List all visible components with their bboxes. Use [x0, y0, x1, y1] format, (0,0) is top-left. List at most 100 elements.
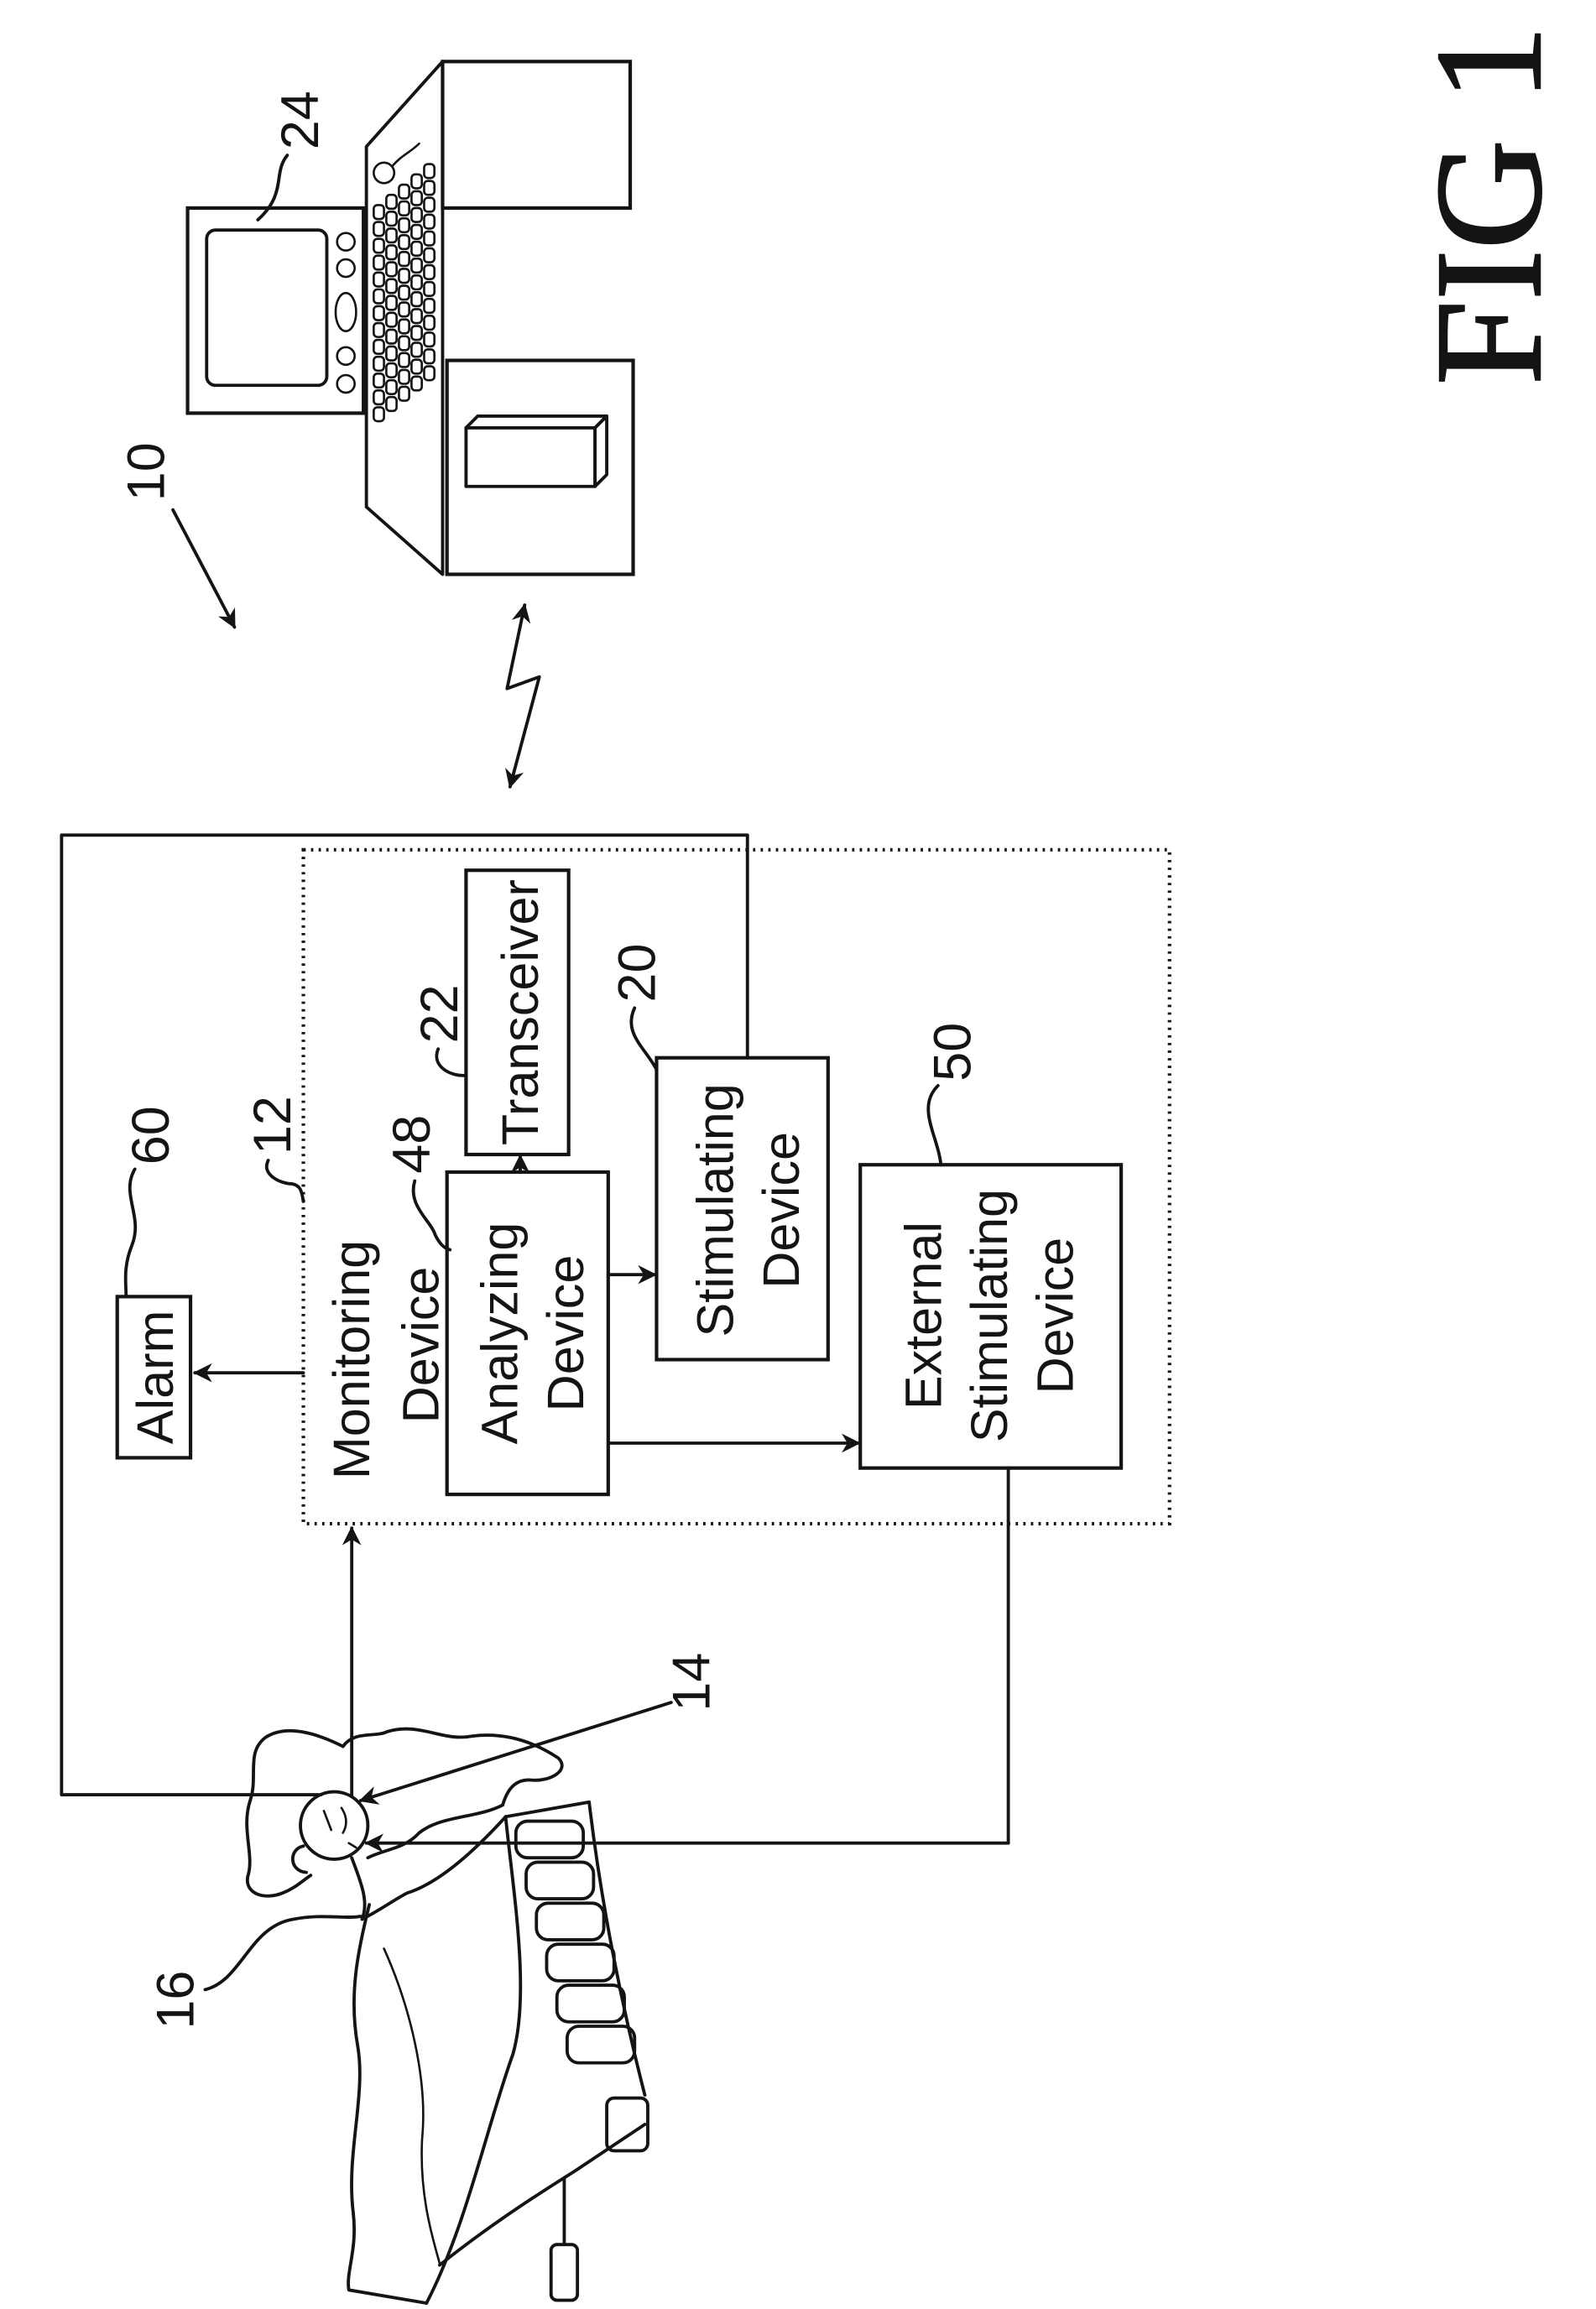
baby-head	[300, 1792, 368, 1859]
crib	[348, 1802, 648, 2303]
keyboard	[373, 164, 434, 421]
keyboard-key	[424, 198, 434, 212]
ref-22: 22	[410, 984, 469, 1043]
external-stimulating-device-label-line1: External	[894, 1222, 952, 1410]
keyboard-key	[411, 258, 421, 273]
keyboard-key	[373, 273, 383, 287]
patient-in-crib: 16	[147, 1729, 648, 2303]
analyzing-device-label-line1: Analyzing	[472, 1222, 529, 1445]
ref-14-arrow	[361, 1702, 671, 1801]
keyboard-key	[386, 380, 396, 394]
keyboard-key	[411, 377, 421, 391]
keyboard-key	[373, 323, 383, 337]
crib-slat	[516, 1822, 583, 1858]
keyboard-key	[411, 309, 421, 323]
keyboard-key	[411, 343, 421, 357]
wireless-link	[507, 605, 539, 787]
keyboard-key	[399, 235, 409, 249]
mouse	[373, 163, 394, 183]
ref-48: 48	[383, 1115, 441, 1174]
crib-slat	[567, 2026, 634, 2063]
keyboard-key	[424, 332, 434, 347]
keyboard-key	[424, 164, 434, 179]
keyboard-key	[373, 357, 383, 371]
keyboard-key	[399, 353, 409, 367]
ref-24-leader	[258, 155, 287, 220]
computer-tower	[466, 416, 607, 487]
keyboard-key	[386, 330, 396, 344]
baby-blanket-top	[343, 1729, 562, 1806]
keyboard-key	[424, 215, 434, 229]
keyboard-key	[373, 205, 383, 219]
keyboard-key	[411, 275, 421, 289]
keyboard-key	[424, 181, 434, 195]
tower-front	[466, 428, 595, 487]
keyboard-key	[373, 340, 383, 354]
baby-hood	[247, 1731, 343, 1896]
keyboard-key	[424, 265, 434, 279]
keyboard-key	[399, 320, 409, 334]
ref-50: 50	[923, 1023, 982, 1082]
keyboard-key	[411, 292, 421, 306]
ref-22-leader	[436, 1049, 466, 1076]
keyboard-key	[411, 208, 421, 222]
keyboard-key	[424, 315, 434, 330]
crib-blanket-fold	[384, 1948, 440, 2263]
baby-body	[352, 1816, 505, 1919]
keyboard-key	[386, 263, 396, 277]
keyboard-key	[424, 232, 434, 246]
keyboard-key	[373, 289, 383, 304]
keyboard-key	[424, 299, 434, 313]
external-stimulating-device-label-line2: Stimulating	[961, 1189, 1018, 1442]
stimulating-device-label-line1: Stimulating	[686, 1083, 743, 1337]
keyboard-key	[373, 306, 383, 321]
keyboard-key	[411, 191, 421, 206]
ref-16-leader	[206, 1916, 361, 1989]
keyboard-key	[411, 175, 421, 189]
monitoring-device-label-line2: Device	[392, 1267, 449, 1424]
crib-slat	[557, 1985, 624, 2022]
figure-label: FIG 1	[1405, 25, 1573, 385]
ref-48-leader	[414, 1181, 451, 1249]
ref-20: 20	[608, 944, 667, 1003]
keyboard-key	[399, 303, 409, 317]
baby-ear	[293, 1846, 306, 1872]
keyboard-key	[399, 286, 409, 300]
monitor-screen	[206, 230, 326, 385]
keyboard-key	[411, 225, 421, 239]
crib-slat	[546, 1944, 613, 1981]
crib-rail-top	[506, 1802, 645, 2095]
keyboard-key	[399, 370, 409, 384]
keyboard-key	[399, 268, 409, 283]
keyboard-key	[424, 248, 434, 263]
mouse-cord	[393, 143, 419, 165]
keyboard-key	[386, 397, 396, 411]
keyboard-key	[373, 373, 383, 388]
crib-mattress-right-edge	[426, 1816, 520, 2303]
monitor-knob	[337, 233, 355, 251]
ref-60-leader	[126, 1169, 136, 1295]
monitor-knob	[337, 259, 355, 277]
monitor-knob	[337, 347, 355, 365]
keyboard-key	[373, 256, 383, 270]
transceiver-label: Transceiver	[492, 879, 549, 1145]
ref-12: 12	[243, 1096, 302, 1154]
keyboard-key	[373, 407, 383, 421]
keyboard-key	[399, 201, 409, 216]
keyboard-key	[386, 313, 396, 327]
keyboard-key	[399, 336, 409, 351]
monitoring-device-label-line1: Monitoring	[323, 1240, 380, 1479]
keyboard-key	[399, 387, 409, 401]
baby-face	[324, 1808, 356, 1848]
keyboard-key	[411, 326, 421, 341]
desk-pedestal-upper	[442, 61, 630, 208]
monitor-dial	[336, 293, 356, 331]
ref-20-leader	[631, 1008, 656, 1069]
keyboard-key	[386, 195, 396, 209]
tower-top	[466, 416, 607, 428]
tower-side	[595, 416, 607, 487]
keyboard-key	[386, 363, 396, 378]
ref-10: 10	[117, 442, 176, 501]
crib-slat	[536, 1903, 603, 1940]
